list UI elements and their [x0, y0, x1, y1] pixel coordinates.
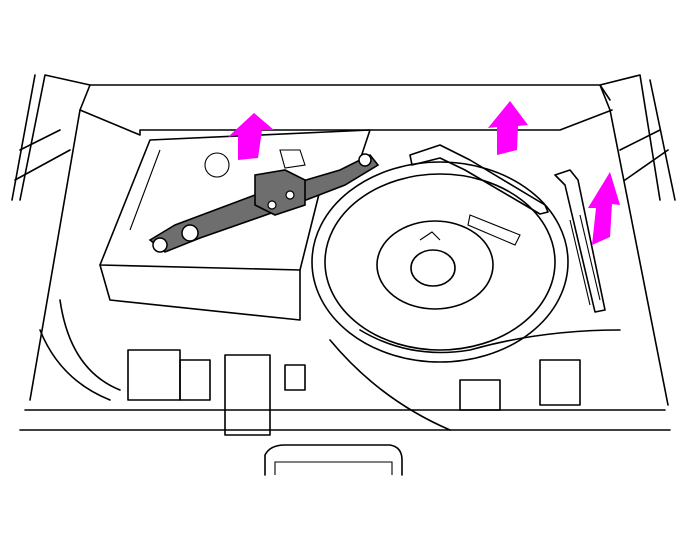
lower-components [39, 299, 621, 476]
arrow-up-icon [488, 101, 528, 155]
arrow-up-icon [228, 113, 274, 160]
trunk-outline [11, 74, 676, 431]
jack [148, 153, 380, 253]
wheel-brace [409, 144, 606, 313]
arrow-up-icon [588, 172, 620, 245]
spare-wheel [311, 161, 569, 363]
